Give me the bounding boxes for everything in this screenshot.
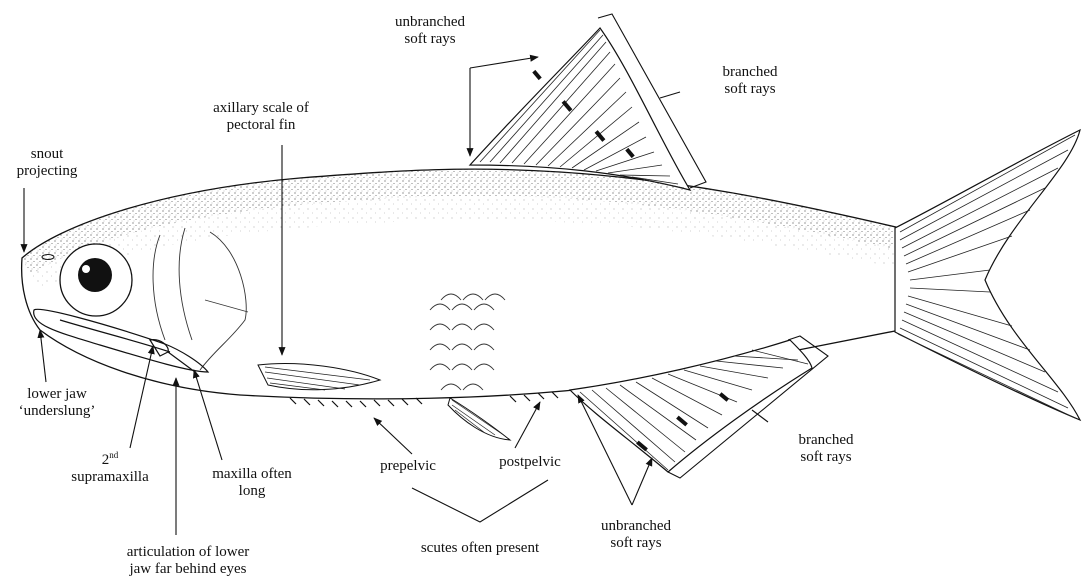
- label-lower-jaw: lower jaw‘underslung’: [2, 386, 112, 420]
- label-supramaxilla: 2nd supramaxilla: [40, 452, 180, 486]
- label-scutes: scutes often present: [380, 540, 580, 557]
- pelvic-fin: [448, 398, 510, 440]
- dorsal-fin: [470, 28, 690, 190]
- label-postpelvic: postpelvic: [480, 454, 580, 471]
- label-prepelvic: prepelvic: [358, 458, 458, 475]
- eye: [60, 244, 132, 316]
- caudal-fin: [895, 130, 1080, 420]
